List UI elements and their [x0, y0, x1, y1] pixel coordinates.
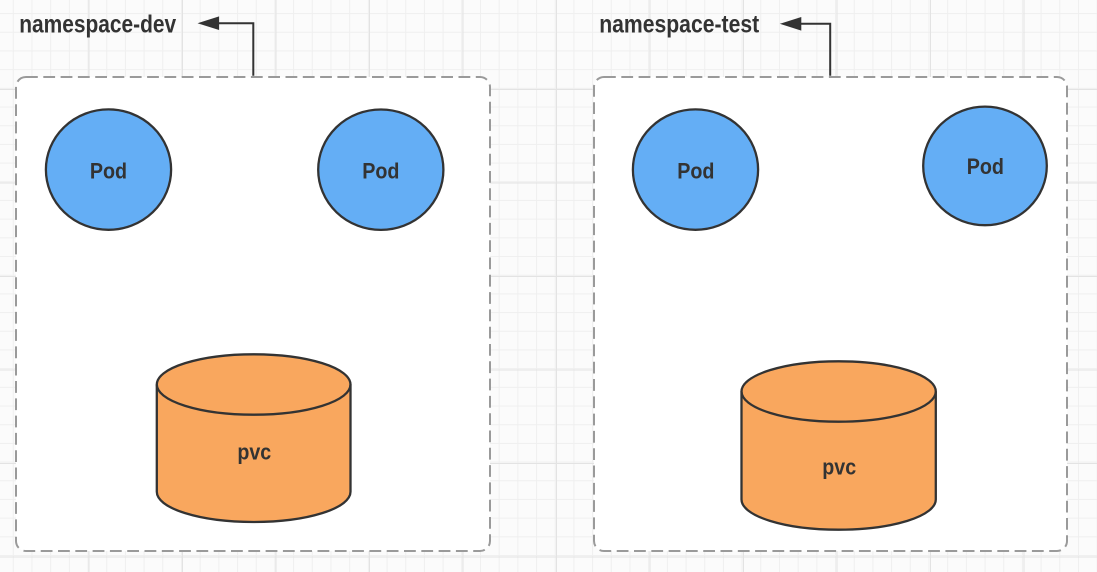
svg-text:namespace-test: namespace-test — [599, 10, 760, 38]
svg-text:pvc: pvc — [237, 440, 271, 465]
svg-text:Pod: Pod — [967, 154, 1004, 179]
svg-text:Pod: Pod — [362, 159, 399, 184]
svg-text:pvc: pvc — [822, 455, 856, 480]
svg-text:Pod: Pod — [677, 159, 714, 184]
svg-text:Pod: Pod — [90, 159, 127, 184]
svg-text:namespace-dev: namespace-dev — [19, 11, 176, 39]
